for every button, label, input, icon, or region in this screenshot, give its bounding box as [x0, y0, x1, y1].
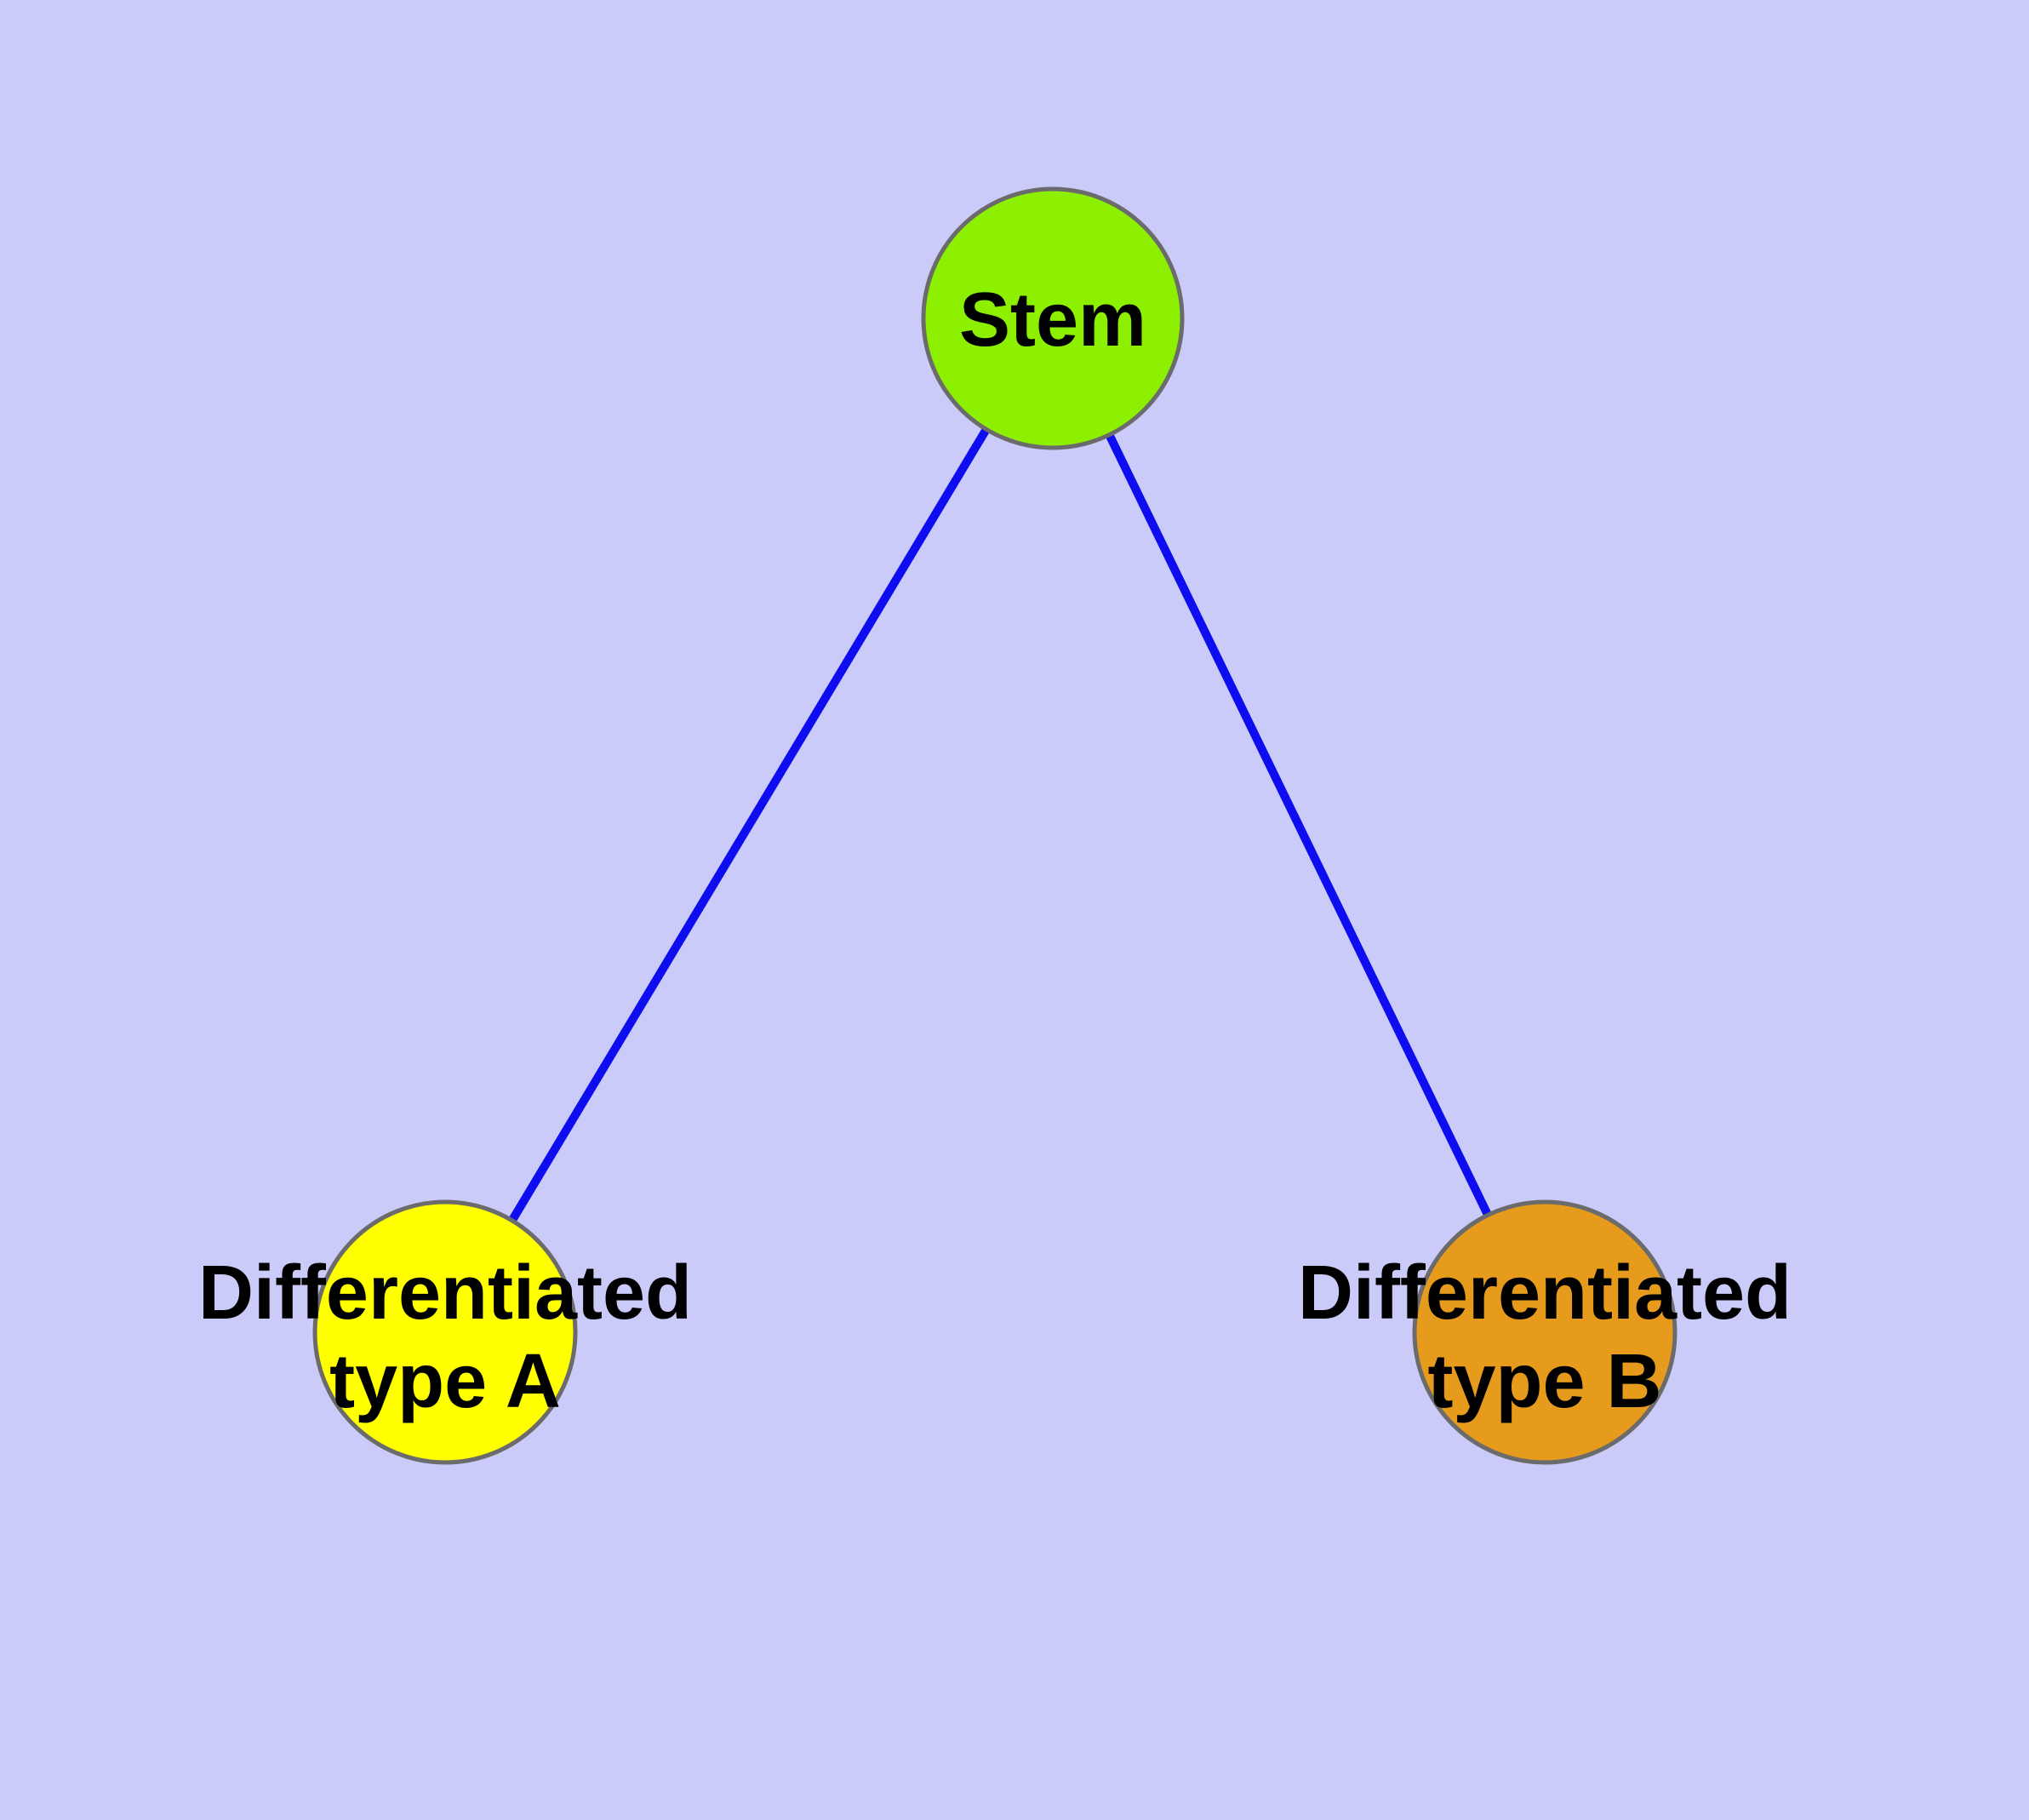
node-differentiated-type-a-label-line1: Differentiated	[198, 1251, 692, 1336]
node-differentiated-type-b-label-line1: Differentiated	[1298, 1251, 1792, 1336]
node-stem-circle	[921, 186, 1185, 450]
edge-stem-to-type-b	[1049, 316, 1549, 1335]
node-differentiated-type-a-label-line2: type A	[329, 1339, 561, 1424]
edge-stem-to-type-a	[441, 316, 1057, 1335]
node-differentiated-type-b-label-line2: type B	[1427, 1339, 1661, 1424]
node-differentiated-type-a-circle	[312, 1199, 578, 1465]
node-stem-label: Stem	[959, 278, 1146, 363]
node-differentiated-type-b: Differentiated type B	[1298, 1199, 1792, 1465]
node-stem: Stem	[921, 186, 1185, 450]
node-differentiated-type-b-circle	[1412, 1199, 1677, 1465]
node-differentiated-type-a: Differentiated type A	[198, 1199, 692, 1465]
